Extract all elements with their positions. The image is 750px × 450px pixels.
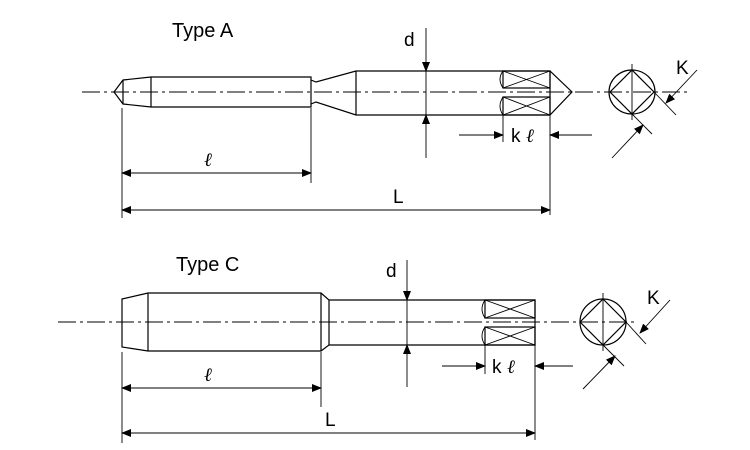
type-c-end-view: K (579, 288, 671, 390)
type-a-kl-dimension: k ℓ (459, 100, 592, 147)
type-a-title: Type A (172, 20, 234, 42)
type-c-length-dimensions: ℓ L (121, 345, 536, 443)
type-a-end-view: K (608, 58, 698, 159)
type-a-thread-length-label: ℓ (204, 149, 212, 171)
type-c-k-width-label: K (647, 288, 660, 309)
type-c-d-label: d (386, 261, 397, 282)
type-a-k-label: k (511, 126, 521, 147)
type-a-drawing: Type A d k ℓ (82, 20, 698, 218)
type-c-title: Type C (176, 254, 239, 276)
type-c-overall-length-label: L (325, 410, 336, 431)
type-a-length-dimensions: ℓ L (121, 108, 551, 218)
type-c-kl-label: ℓ (507, 356, 515, 378)
type-a-kl-label: ℓ (526, 125, 534, 147)
type-c-tap-body (121, 292, 536, 352)
type-c-drawing: Type C d k ℓ (58, 254, 671, 443)
type-c-thread-length-label: ℓ (204, 364, 212, 386)
type-a-d-dimension: d (404, 28, 430, 158)
type-c-k-label: k (492, 357, 502, 378)
type-c-d-dimension: d (386, 260, 411, 387)
type-a-k-width-label: K (676, 58, 689, 79)
type-a-square-drive (499, 70, 551, 116)
type-a-overall-length-label: L (393, 187, 404, 208)
type-c-kl-dimension: k ℓ (442, 330, 573, 378)
type-c-square-drive (481, 299, 536, 346)
type-a-d-label: d (404, 30, 415, 51)
